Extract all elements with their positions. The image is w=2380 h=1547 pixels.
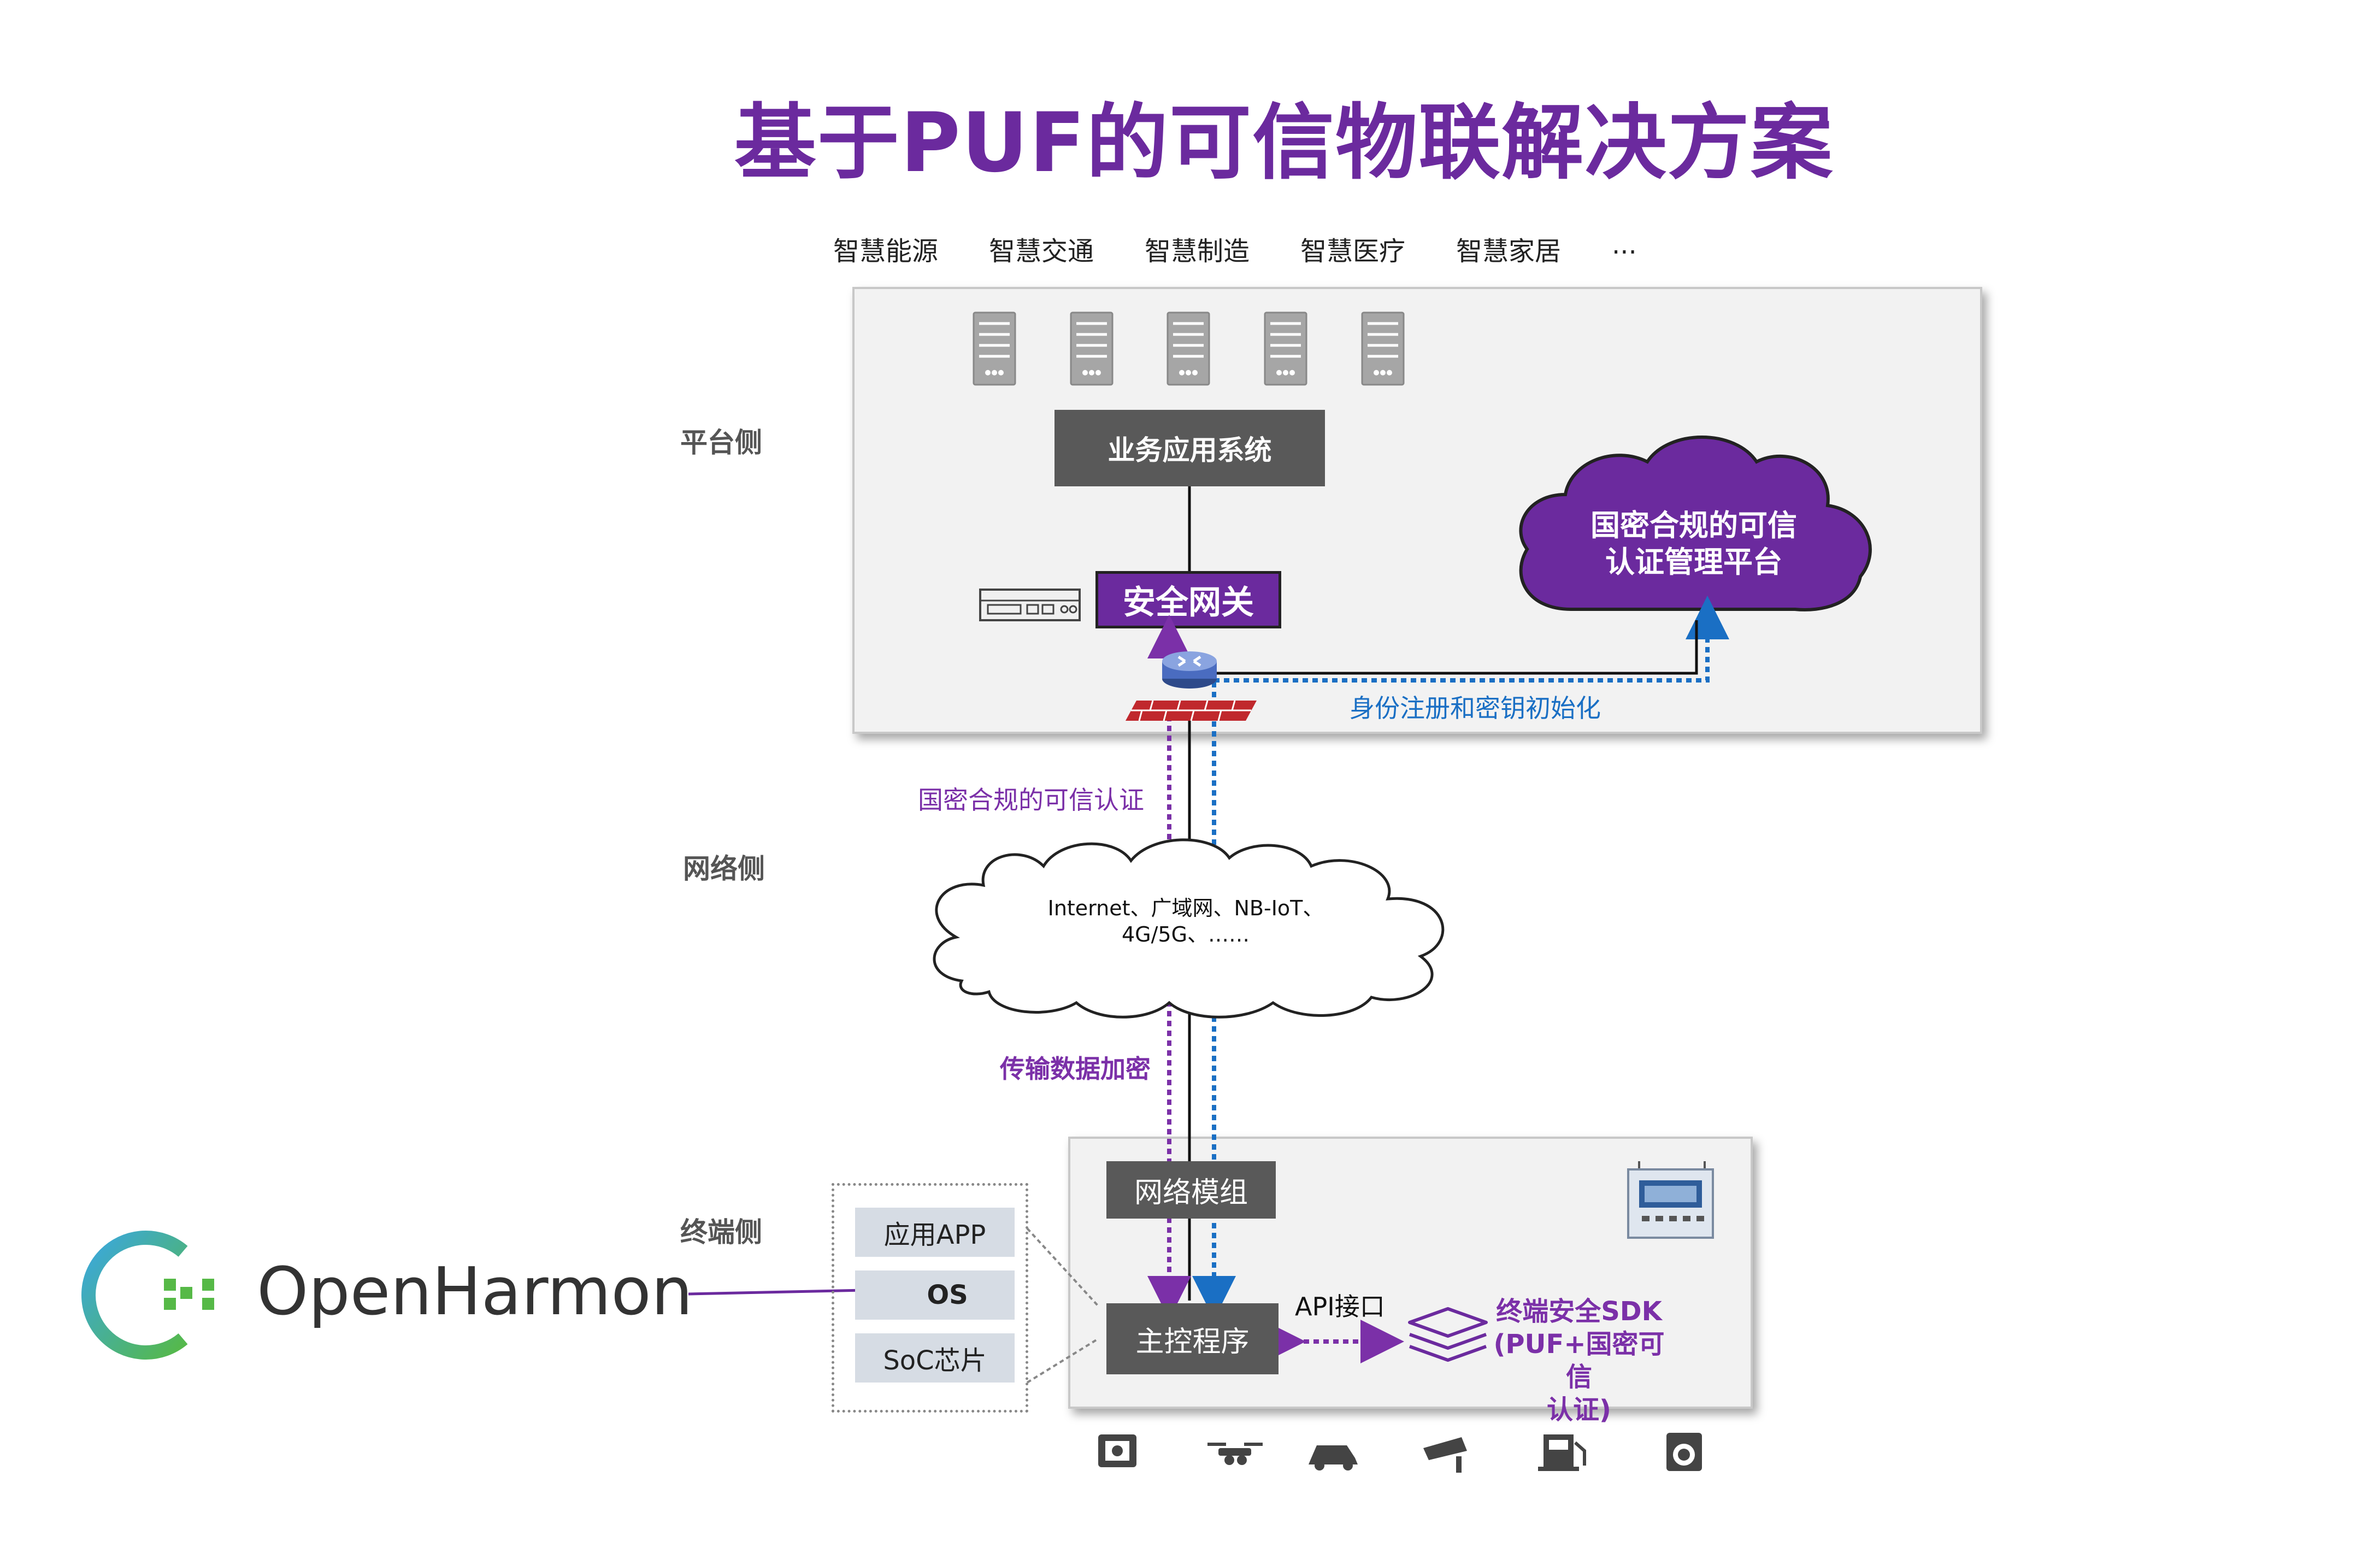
drone-icon	[1207, 1443, 1263, 1465]
gateway-appliance-icon	[978, 587, 1082, 623]
camera-icon	[1423, 1437, 1467, 1473]
terminal-sdk-label: 终端安全SDK (PUF+国密可信 认证)	[1486, 1295, 1672, 1426]
server-rack-group	[973, 311, 1421, 388]
software-stack-frame	[832, 1183, 1028, 1413]
stack-os: OS	[855, 1270, 1015, 1320]
page-title: 基于PUF的可信物联解决方案	[734, 96, 1834, 191]
network-cloud: Internet、广域网、NB-IoT、 4G/5G、……	[918, 833, 1464, 1022]
app-label-energy: 智慧能源	[833, 236, 939, 267]
main-program-box: 主控程序	[1106, 1303, 1279, 1374]
device-icon-row	[1095, 1426, 1735, 1475]
side-label-network: 网络侧	[683, 853, 765, 885]
app-label-more: ...	[1612, 230, 1637, 260]
app-label-traffic: 智慧交通	[989, 236, 1094, 267]
router-icon	[1157, 645, 1222, 694]
meter-icon	[1098, 1434, 1136, 1467]
business-system-box: 业务应用系统	[1054, 410, 1325, 486]
openharmony-wordmark: OpenHarmony	[257, 1254, 694, 1330]
layers-icon	[1407, 1306, 1489, 1366]
network-cloud-line2: 4G/5G、……	[1122, 922, 1250, 946]
network-module-box: 网络模组	[1106, 1161, 1276, 1219]
stack-app: 应用APP	[855, 1208, 1015, 1257]
network-cloud-line1: Internet、广域网、NB-IoT、	[1048, 896, 1324, 920]
side-label-terminal: 终端侧	[680, 1216, 762, 1248]
car-icon	[1309, 1445, 1358, 1470]
washing-machine-icon	[1666, 1433, 1702, 1471]
controller-device-icon	[1625, 1156, 1718, 1243]
app-label-manufacturing: 智慧制造	[1145, 236, 1250, 267]
sdk-line2: (PUF+国密可信	[1493, 1329, 1665, 1392]
sdk-line1: 终端安全SDK	[1496, 1296, 1662, 1327]
registration-path	[1214, 596, 1729, 683]
app-label-medical: 智慧医疗	[1300, 236, 1406, 267]
app-label-home: 智慧家居	[1456, 236, 1562, 267]
stack-soc: SoC芯片	[855, 1333, 1015, 1383]
api-label: API接口	[1295, 1292, 1385, 1321]
firewall-icon	[1126, 698, 1257, 723]
stack-os-label: OS	[927, 1280, 968, 1310]
server-icon	[973, 311, 1405, 386]
sdk-line3: 认证)	[1547, 1395, 1611, 1425]
auth-platform-cloud: 国密合规的可信 认证管理平台	[1505, 429, 1888, 626]
registration-label: 身份注册和密钥初始化	[1350, 693, 1601, 723]
openharmony-logo: OpenHarmony	[71, 1221, 732, 1369]
auth-label: 国密合规的可信认证	[918, 785, 1144, 815]
fuel-pump-icon	[1538, 1434, 1586, 1471]
side-label-platform: 平台侧	[680, 427, 762, 458]
encrypt-label: 传输数据加密	[1000, 1054, 1151, 1084]
auth-platform-line1: 国密合规的可信	[1590, 508, 1797, 543]
auth-platform-line2: 认证管理平台	[1605, 545, 1782, 579]
